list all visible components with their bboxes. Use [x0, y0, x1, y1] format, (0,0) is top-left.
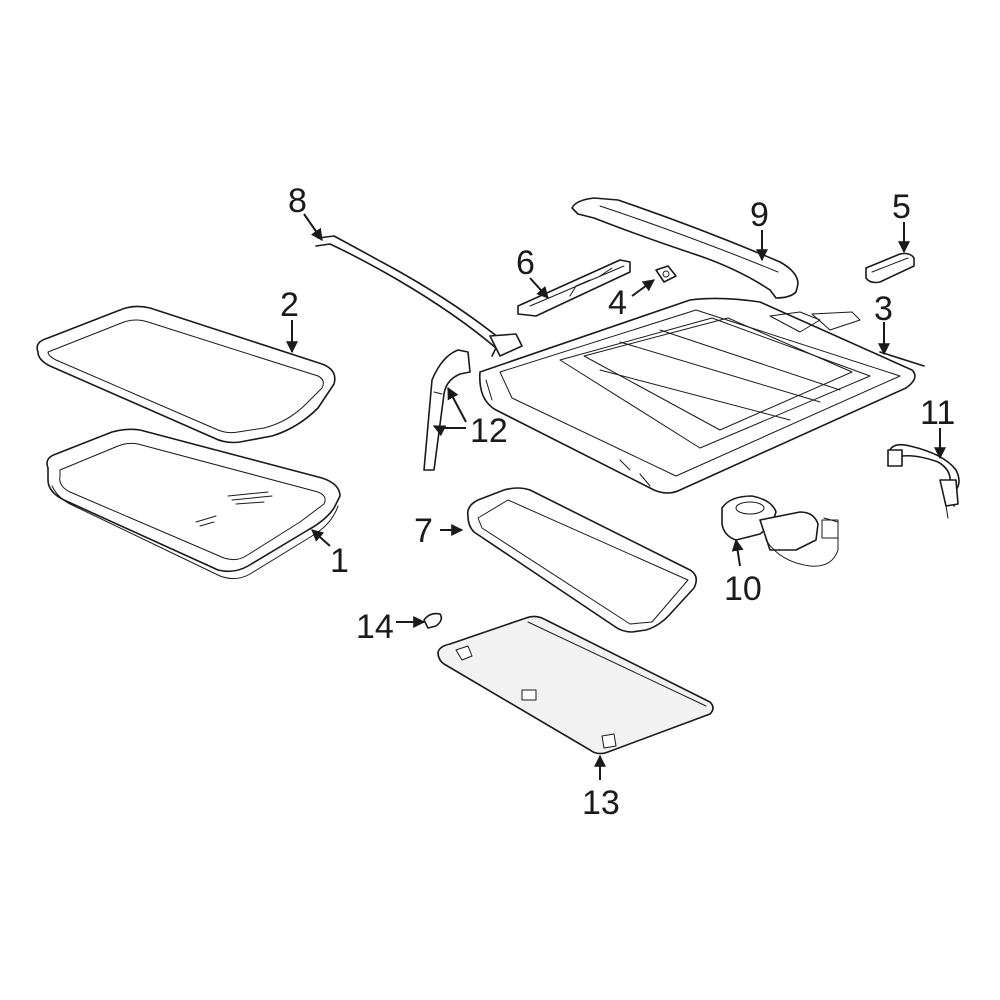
callout-labels: 1 2 3 4 5 6 7 8 9 10 11 12 13 14: [280, 182, 955, 822]
part-12-front-drain-hose[interactable]: [423, 349, 471, 471]
part-2-glass-seal[interactable]: [36, 305, 336, 444]
part-1-glass-panel[interactable]: [46, 428, 341, 580]
callout-3: 3: [874, 290, 893, 328]
callout-11: 11: [920, 394, 955, 432]
part-3-sunroof-frame[interactable]: [479, 297, 925, 494]
callout-7: 7: [414, 512, 433, 550]
callout-8: 8: [288, 182, 307, 220]
callout-13: 13: [582, 784, 620, 822]
part-6-guide-rail[interactable]: [517, 259, 631, 317]
part-13-sunshade[interactable]: [437, 615, 714, 755]
callout-10: 10: [724, 570, 762, 608]
callout-12: 12: [470, 412, 508, 450]
callout-1: 1: [330, 542, 349, 580]
callout-6: 6: [516, 244, 535, 282]
callout-5: 5: [892, 188, 911, 226]
leader-lines: [286, 213, 946, 780]
part-7-sunshade-seal[interactable]: [466, 487, 698, 633]
part-4-clip[interactable]: [655, 265, 677, 283]
part-10-motor[interactable]: [721, 495, 839, 567]
callout-14: 14: [356, 608, 394, 646]
part-11-drive-cable[interactable]: [887, 443, 960, 519]
callout-9: 9: [750, 196, 769, 234]
part-5-bracket[interactable]: [865, 252, 915, 284]
part-9-wind-deflector[interactable]: [571, 197, 799, 299]
callout-4: 4: [608, 284, 627, 322]
part-8-drain-hose[interactable]: [315, 235, 523, 357]
part-14-clip[interactable]: [423, 612, 443, 629]
callout-2: 2: [280, 286, 299, 324]
